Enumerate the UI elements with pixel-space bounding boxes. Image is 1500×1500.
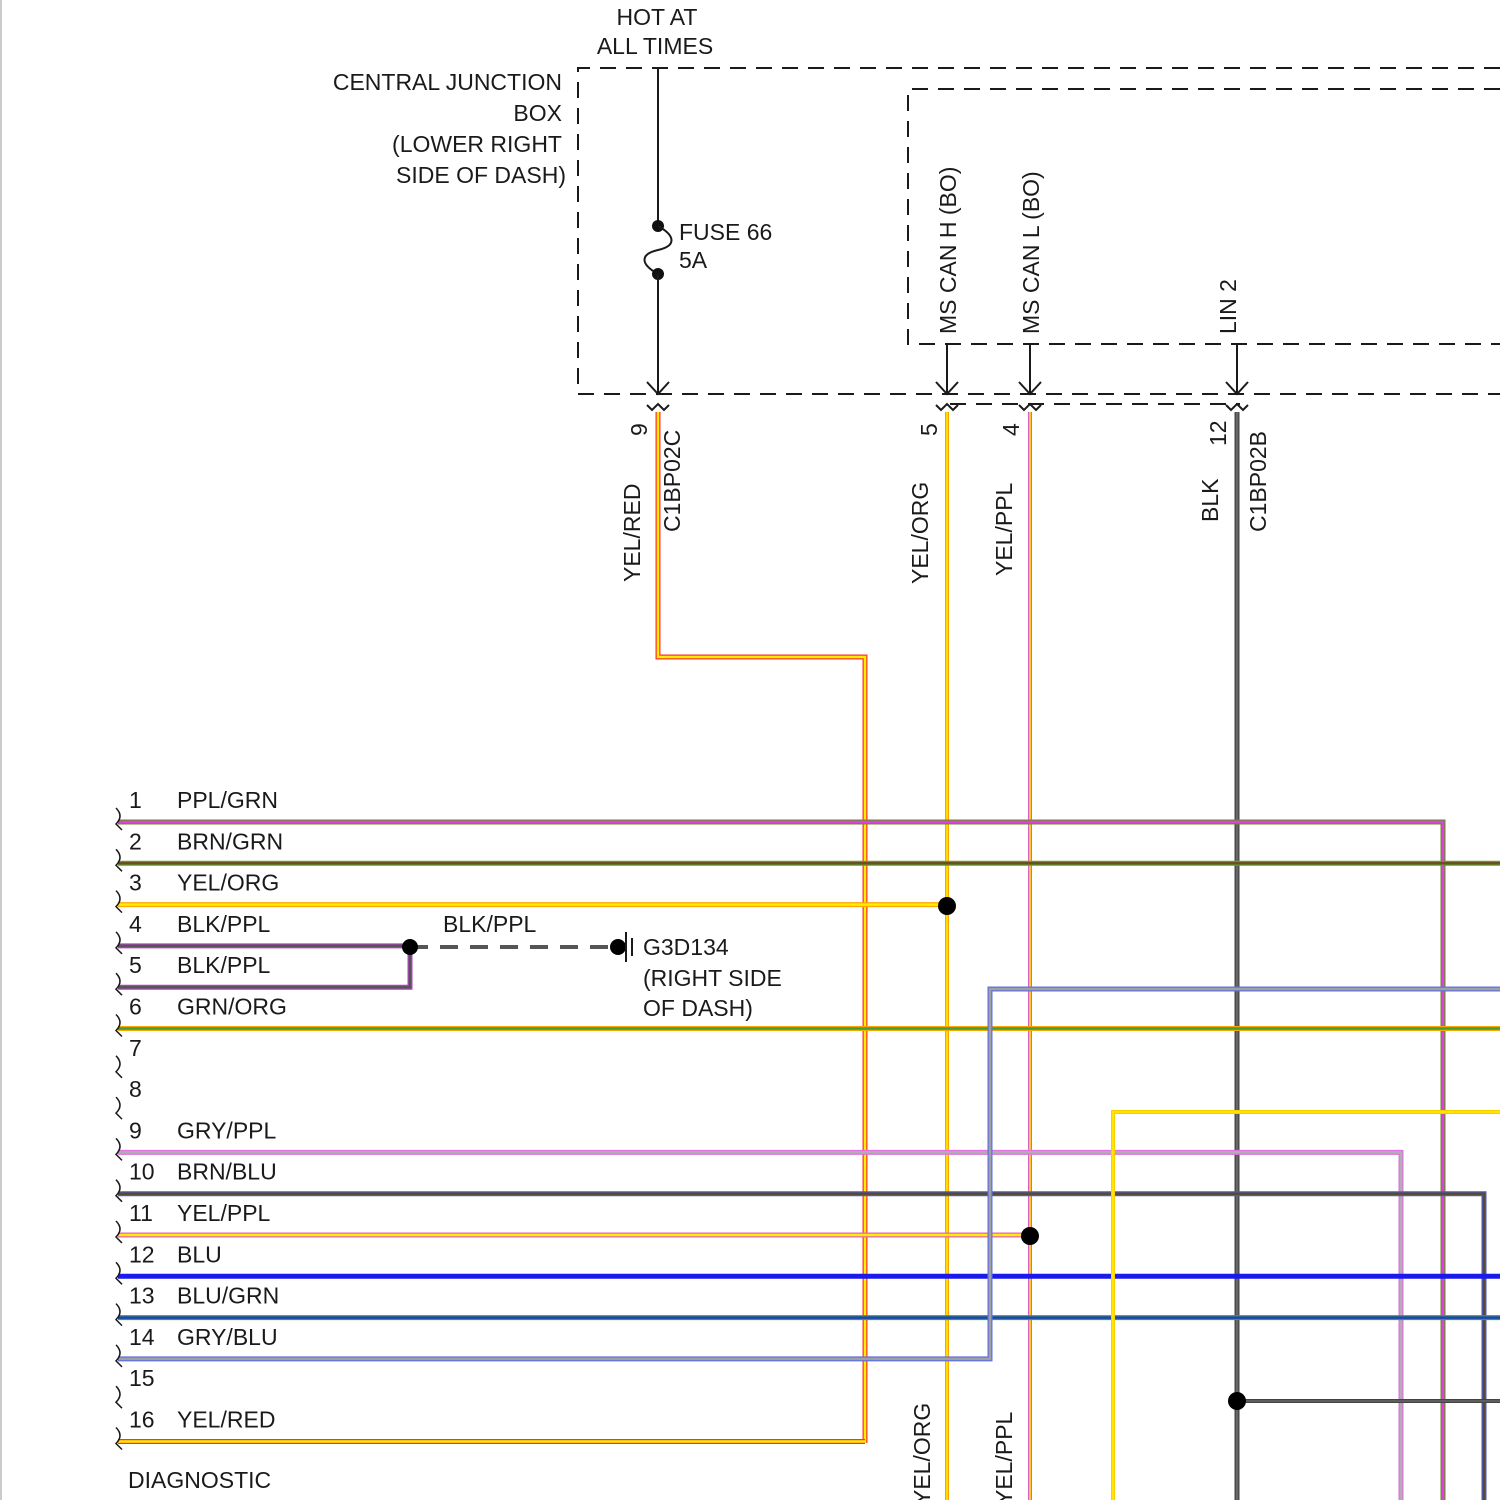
dlc-pin-number: 2 <box>129 828 142 854</box>
dlc-pin-wire-label: BRN/BLU <box>177 1159 277 1185</box>
dlc-pin-number: 5 <box>129 952 142 978</box>
jb-pin-5: 5 <box>916 423 942 436</box>
jb-wire-4: YEL/PPL <box>991 482 1017 576</box>
wire-dlc-pin-10 <box>118 1194 1484 1500</box>
dlc-pin-number: 1 <box>129 787 142 813</box>
dlc-pin-number: 7 <box>129 1035 142 1061</box>
dlc-pin-number: 15 <box>129 1365 155 1391</box>
dlc-pin-number: 6 <box>129 994 142 1020</box>
dlc-pin-symbol <box>116 1345 122 1367</box>
ground-name: G3D134 <box>643 934 729 960</box>
dlc-pin-number: 3 <box>129 870 142 896</box>
splice-can-h <box>938 897 956 915</box>
dlc-name: DIAGNOSTIC <box>128 1467 271 1493</box>
splice-can-l <box>1021 1227 1039 1245</box>
junction-box-name-3: (LOWER RIGHT <box>392 131 562 157</box>
dlc-pin-number: 12 <box>129 1241 155 1267</box>
dlc-pin-symbol <box>116 849 122 871</box>
dlc-pin-wire-label: YEL/RED <box>177 1407 275 1433</box>
dlc-pin-symbol <box>116 1221 122 1243</box>
can-l-label: MS CAN L (BO) <box>1018 171 1044 334</box>
dlc-pin-symbol <box>116 1262 122 1284</box>
bottom-label-yel-ppl: YEL/PPL <box>991 1411 1017 1500</box>
jb-wire-9: YEL/RED <box>619 484 645 582</box>
dlc-pin-number: 10 <box>129 1159 155 1185</box>
dlc-pin-number: 16 <box>129 1407 155 1433</box>
ground-location-2: OF DASH) <box>643 995 753 1021</box>
hot-at-label-1: HOT AT <box>617 4 698 30</box>
jb-pin-12: 12 <box>1205 420 1231 446</box>
connector-c1bp02c: C1BP02C <box>659 430 685 532</box>
dlc-pin-symbol <box>116 1097 122 1119</box>
dlc-pin-number: 4 <box>129 911 142 937</box>
dlc-pin-number: 11 <box>129 1200 153 1226</box>
dlc-pin-wire-label: BLK/PPL <box>177 911 271 937</box>
splice-lin <box>1228 1392 1246 1410</box>
junction-box-name-4: SIDE OF DASH) <box>396 162 566 188</box>
dlc-pin-wire-label: BLU/GRN <box>177 1283 279 1309</box>
dlc-pin-wire-label: GRN/ORG <box>177 994 287 1020</box>
connector-c1bp02b: C1BP02B <box>1245 431 1271 532</box>
ground-location-1: (RIGHT SIDE <box>643 965 782 991</box>
can-h-label: MS CAN H (BO) <box>935 167 961 334</box>
dlc-pin-wire-label: PPL/GRN <box>177 787 278 813</box>
dlc-pin-number: 13 <box>129 1283 155 1309</box>
wire-dlc-pin-9 <box>118 1152 1401 1500</box>
dlc-pin-symbol <box>116 932 122 954</box>
jb-pin-4: 4 <box>998 423 1024 436</box>
dlc-pin-symbol <box>116 808 122 830</box>
dlc-pin-symbol <box>116 891 122 913</box>
dlc-pin-symbol <box>116 1138 122 1160</box>
fuse-rating-label: 5A <box>679 247 708 273</box>
dlc-pin-symbol <box>116 1304 122 1326</box>
ground-splice-wire-label: BLK/PPL <box>443 911 537 937</box>
dlc-pin-wire-label: YEL/ORG <box>177 870 279 896</box>
dlc-pin-wire-label: BLU <box>177 1241 222 1267</box>
dlc-pin-symbol <box>116 1428 122 1450</box>
dlc-pin-number: 14 <box>129 1324 155 1350</box>
dlc-pin-symbol <box>116 1056 122 1078</box>
junction-box-name-1: CENTRAL JUNCTION <box>333 69 562 95</box>
bottom-label-yel-org: YEL/ORG <box>909 1403 935 1500</box>
dlc-pin-symbol <box>116 973 122 995</box>
dlc-pin-wire-label: BRN/GRN <box>177 828 283 854</box>
wire-layer <box>118 412 1500 1500</box>
dlc-pin-symbol <box>116 1386 122 1408</box>
dlc-pin-wire-label: BLK/PPL <box>177 952 271 978</box>
dlc-pin-wire-label: YEL/PPL <box>177 1200 271 1226</box>
wire-yel-red-jb <box>658 412 865 1443</box>
dlc-pin-symbol <box>116 1180 122 1202</box>
fuse-66 <box>645 68 672 394</box>
jb-wire-12: BLK <box>1197 478 1223 522</box>
jb-pin-9: 9 <box>626 423 652 436</box>
hot-at-label-2: ALL TIMES <box>597 33 713 59</box>
dlc-pin-number: 8 <box>129 1076 142 1102</box>
junction-box-name-2: BOX <box>513 100 562 126</box>
jb-wire-5: YEL/ORG <box>907 482 933 584</box>
lin-label: LIN 2 <box>1215 279 1241 334</box>
dlc-pin-wire-label: GRY/PPL <box>177 1117 276 1143</box>
dlc-pin-symbol <box>116 1015 122 1037</box>
dlc-pin-number: 9 <box>129 1117 142 1143</box>
wire-dlc-pin-14 <box>118 989 1500 1359</box>
dlc-pin-wire-label: GRY/BLU <box>177 1324 278 1350</box>
fuse-name-label: FUSE 66 <box>679 219 772 245</box>
